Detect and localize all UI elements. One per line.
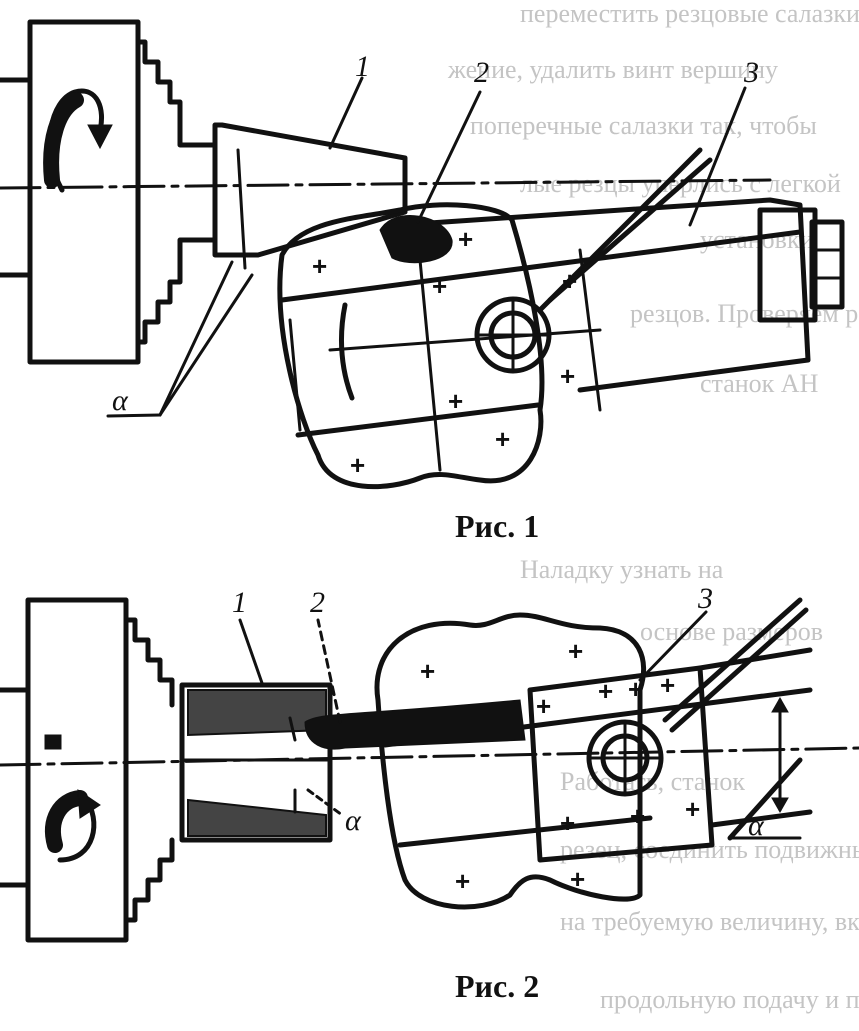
fig1-label-2: 2 <box>474 56 489 89</box>
fig1-tool-holder <box>397 197 811 393</box>
svg-text:+: + <box>432 271 447 301</box>
bg-line-2: жение, удалить винт вершину <box>447 55 778 84</box>
fig1-leader-2 <box>416 90 482 224</box>
svg-text:+: + <box>685 794 700 824</box>
fig2-label-alpha-right: α <box>748 809 765 842</box>
figure-2-drawing: + + + + + + + + + + + 1 2 3 α α <box>0 582 859 943</box>
fig2-tool-holder <box>527 665 715 863</box>
fig1-label-3: 3 <box>743 56 759 89</box>
fig1-alpha-leader-b <box>158 273 254 417</box>
bg-line-13: продольную подачу и приступить <box>600 985 859 1014</box>
bg-line-8: Наладку узнать на <box>520 555 724 584</box>
bg-line-3: поперечные салазки так, чтобы <box>470 111 817 140</box>
fig2-workpiece <box>179 682 333 843</box>
svg-text:+: + <box>458 224 473 254</box>
fig2-label-3: 3 <box>697 582 713 615</box>
svg-text:+: + <box>536 691 551 721</box>
svg-text:+: + <box>560 361 575 391</box>
fig2-slide-bottom <box>397 815 653 848</box>
fig2-label-alpha-left: α <box>345 804 362 837</box>
fig2-cutter <box>304 699 526 750</box>
fig2-leader-3 <box>638 610 708 682</box>
svg-text:+: + <box>560 808 575 838</box>
figure-1-caption: Рис. 1 <box>455 508 540 544</box>
fig1-slide-bottom <box>295 402 541 438</box>
svg-text:+: + <box>420 656 435 686</box>
fig1-workpiece <box>212 122 408 258</box>
fig1-holder-end <box>757 207 818 323</box>
bg-line-6: резцов. Проверяем рабочую <box>630 299 859 328</box>
fig1-plus: + <box>312 251 327 281</box>
svg-text:+: + <box>350 450 365 480</box>
fig2-label-1: 1 <box>232 586 247 619</box>
background-text: переместить резцовые салазки жение, удал… <box>447 0 859 1014</box>
figure-1-drawing: + + + + + + + + 1 2 3 α <box>0 19 845 490</box>
fig1-carriage <box>277 202 545 490</box>
figure-2-caption: Рис. 2 <box>455 968 540 1004</box>
svg-text:+: + <box>598 676 613 706</box>
fig1-alpha-leader-a <box>158 260 234 417</box>
svg-text:+: + <box>628 674 643 704</box>
svg-text:+: + <box>448 386 463 416</box>
fig1-label-alpha: α <box>112 384 129 417</box>
fig2-label-2: 2 <box>310 586 325 619</box>
fig1-label-1: 1 <box>355 50 370 83</box>
fig2-axis <box>0 746 859 767</box>
fig1-chuck <box>0 19 218 365</box>
svg-text:+: + <box>570 864 585 894</box>
fig1-leader-3 <box>688 86 747 227</box>
svg-text:+: + <box>630 801 645 831</box>
fig2-carriage <box>374 612 647 910</box>
bg-line-12: на требуемую величину, включить <box>560 907 859 936</box>
fig1-leader-1 <box>328 76 364 150</box>
svg-text:+: + <box>455 866 470 896</box>
fig1-cutter <box>379 215 453 264</box>
svg-text:+: + <box>568 636 583 666</box>
fig1-cone-edge <box>236 148 247 270</box>
fig1-slide-top <box>279 229 803 303</box>
svg-text:+: + <box>660 670 675 700</box>
fig1-arrowhead <box>87 124 113 150</box>
fig1-axis <box>0 178 772 190</box>
fig2-handle <box>662 597 803 723</box>
bg-line-1: переместить резцовые салазки <box>520 0 859 28</box>
svg-text:+: + <box>562 266 577 296</box>
fig2-leader-1 <box>238 618 264 685</box>
svg-text:+: + <box>495 424 510 454</box>
fig2-leader-2 <box>316 618 342 724</box>
fig2-chuck <box>0 597 175 943</box>
